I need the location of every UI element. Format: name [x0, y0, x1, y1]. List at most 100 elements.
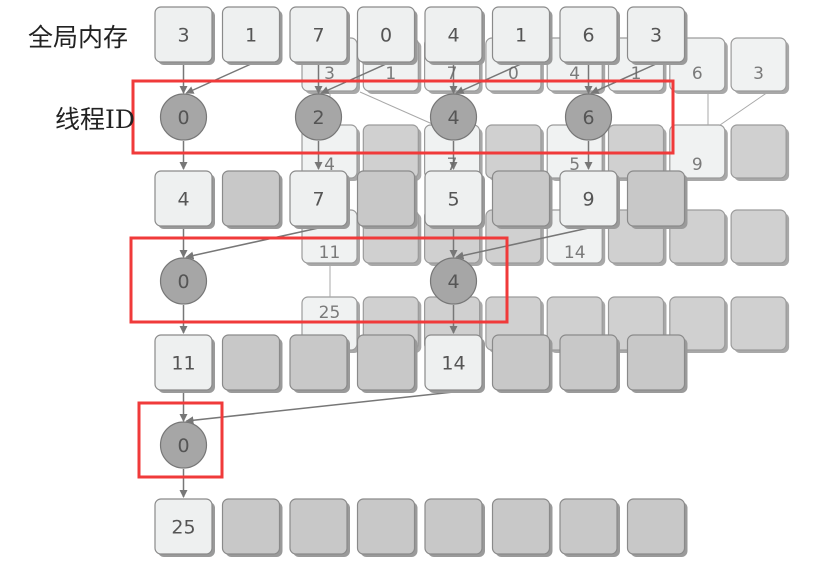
ghost-tile-value: 0: [508, 64, 519, 84]
thread-circles: 0 2 4 6 0 4 0: [159, 93, 613, 469]
tile-value: 0: [380, 25, 392, 47]
thread-id: 0: [177, 271, 189, 293]
memory-tile: [559, 498, 620, 557]
memory-tile: [626, 170, 688, 229]
ghost-tile: [730, 124, 790, 181]
thread-circle: 0: [159, 93, 208, 141]
thread-id-label: 线程ID: [55, 105, 135, 134]
highlight-box: [129, 236, 509, 324]
memory-tile: [424, 498, 485, 557]
memory-tile: 7: [289, 170, 350, 229]
memory-tile: 9: [559, 170, 620, 229]
thread-id: 6: [582, 107, 594, 129]
thread-circle: 6: [564, 93, 613, 141]
arrow: [320, 63, 387, 94]
memory-tile: 4: [154, 170, 215, 229]
memory-tile: 14: [424, 334, 485, 393]
ghost-tile-value: 25: [319, 303, 341, 323]
memory-tile: [221, 498, 283, 557]
memory-tile: 0: [356, 6, 418, 65]
tile-value: 25: [171, 517, 195, 539]
memory-tile: [289, 498, 350, 557]
thread-id: 0: [177, 107, 189, 129]
arrow: [590, 63, 657, 94]
thread-circle: 0: [159, 257, 208, 305]
ghost-tile-value: 6: [692, 64, 703, 84]
ghost-tile: [669, 124, 728, 181]
memory-tile: [491, 334, 553, 393]
memory-tile: 6: [559, 6, 620, 65]
arrow: [185, 391, 454, 425]
ghost-tile-value: 1: [631, 64, 642, 84]
thread-id: 4: [447, 271, 459, 293]
thread-circle: 2: [294, 93, 343, 141]
memory-tile: [356, 170, 418, 229]
memory-tile: [559, 334, 620, 393]
memory-tile: [356, 498, 418, 557]
thread-circle: 4: [429, 257, 478, 305]
memory-tile: [221, 170, 283, 229]
ghost-tile-value: 1: [385, 64, 396, 84]
ghost-line: [359, 91, 435, 126]
highlight-boxes: [129, 79, 675, 479]
tile-value: 4: [177, 189, 189, 211]
highlight-box: [131, 79, 675, 155]
ghost-tile-value: 5: [569, 155, 580, 175]
tile-value: 3: [177, 25, 189, 47]
thread-id: 4: [447, 107, 459, 129]
tile-value: 4: [447, 25, 459, 47]
arrow: [455, 63, 522, 94]
tile-value: 5: [447, 189, 459, 211]
ghost-tile: [669, 296, 728, 353]
memory-tile: 1: [491, 6, 553, 65]
ghost-tile: [730, 37, 790, 94]
arrow: [185, 227, 319, 260]
memory-tile: [491, 498, 553, 557]
memory-tile: [626, 334, 688, 393]
arrow: [185, 63, 252, 94]
memory-tile: 25: [154, 498, 215, 557]
ghost-tile-value: 7: [447, 155, 458, 175]
memory-tile: 1: [221, 6, 283, 65]
thread-circle: 0: [159, 421, 208, 469]
thread-circle: 4: [429, 93, 478, 141]
ghost-tile-value: 9: [692, 155, 703, 175]
global-memory-label: 全局内存: [28, 23, 129, 52]
tile-value: 6: [582, 25, 594, 47]
thread-id: 0: [177, 435, 189, 457]
ghost-tile: [730, 296, 790, 353]
memory-tile: 3: [626, 6, 688, 65]
memory-tile: [356, 334, 418, 393]
tile-value: 7: [312, 189, 324, 211]
memory-tile: [491, 170, 553, 229]
memory-tile: 4: [424, 6, 485, 65]
ghost-tile-value: 3: [753, 64, 764, 84]
memory-tile: 7: [289, 6, 350, 65]
tile-value: 1: [245, 25, 257, 47]
arrows: [179, 63, 657, 498]
ghost-line: [719, 91, 769, 126]
memory-tile: 3: [154, 6, 215, 65]
tile-value: 3: [650, 25, 662, 47]
memory-tile: [289, 334, 350, 393]
tile-value: 14: [441, 353, 465, 375]
memory-tile: [221, 334, 283, 393]
tile-value: 11: [171, 353, 195, 375]
memory-tile: 11: [154, 334, 215, 393]
tile-value: 1: [515, 25, 527, 47]
highlight-box: [137, 401, 224, 479]
memory-tile: 5: [424, 170, 485, 229]
memory-tile: [626, 498, 688, 557]
ghost-tile-value: 3: [324, 64, 335, 84]
ghost-tile-value: 11: [319, 243, 341, 263]
arrow: [455, 227, 589, 260]
ghost-tile-value: 14: [564, 243, 586, 263]
ghost-tile-value: 4: [569, 64, 580, 84]
ghost-tile-value: 4: [324, 155, 335, 175]
ghost-tile-value: 7: [447, 64, 458, 84]
thread-id: 2: [312, 107, 324, 129]
ghost-tile: [730, 209, 790, 266]
